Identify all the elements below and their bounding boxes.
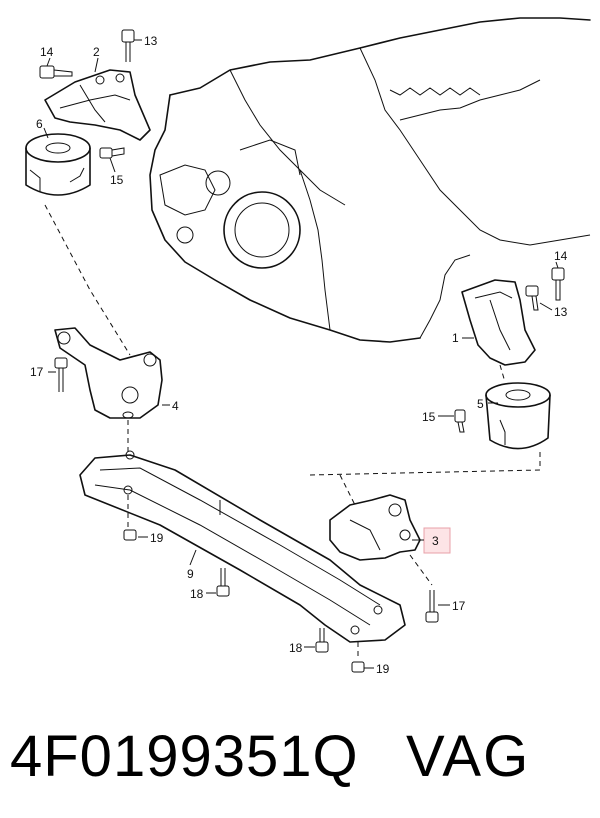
nut-19-right: [351, 661, 365, 673]
callout-5: 5: [477, 397, 484, 411]
callout-13-top: 13: [144, 34, 158, 48]
callout-9: 9: [187, 567, 194, 581]
callout-15-right: 15: [422, 410, 436, 424]
nut-19-left: [123, 529, 137, 541]
bolt-14-left: [39, 65, 73, 79]
bolt-17-left: [54, 357, 68, 392]
engine-block-outline: [149, 17, 591, 343]
bolt-13-top: [121, 29, 135, 62]
footer: 4F0199351Q VAG: [0, 712, 600, 802]
callout-17-right: 17: [452, 599, 466, 613]
leader-lines: [43, 39, 559, 669]
callout-2: 2: [93, 45, 100, 59]
callout-15-left: 15: [110, 173, 124, 187]
callout-18-lower: 18: [289, 641, 303, 655]
part-number: 4F0199351Q: [10, 724, 359, 789]
bolt-15-right: [454, 409, 466, 433]
callout-14-left: 14: [40, 45, 54, 59]
callout-19-left: 19: [150, 531, 164, 545]
bolt-17-right: [425, 590, 439, 623]
left-lower-bracket: [54, 327, 163, 419]
callout-labels: 14 2 13 6 15 17 4 14 13 1 5 15 3 19 9 18…: [30, 34, 568, 676]
callout-4: 4: [172, 399, 179, 413]
callout-6: 6: [36, 117, 43, 131]
right-engine-mount: [485, 382, 551, 450]
bolt-15-left: [99, 147, 125, 159]
bolt-14-right: [551, 267, 565, 301]
brand-name: VAG: [406, 724, 531, 789]
assembly-guide-lines: [44, 204, 541, 660]
transmission-bracket: [329, 494, 421, 561]
callout-17-left: 17: [30, 365, 44, 379]
bolt-18-lower: [315, 628, 329, 653]
exploded-parts-diagram: 14 2 13 6 15 17 4 14 13 1 5 15 3 19 9 18…: [25, 17, 591, 676]
callout-3: 3: [432, 534, 439, 548]
left-engine-bracket: [44, 69, 151, 141]
right-engine-bracket: [461, 279, 536, 366]
crossmember-subframe: [79, 450, 406, 643]
bolt-18-upper: [216, 568, 230, 597]
callout-14-right: 14: [554, 249, 568, 263]
callout-19-right: 19: [376, 662, 390, 676]
callout-1: 1: [452, 331, 459, 345]
bolt-13-right: [525, 285, 539, 311]
callout-13-right: 13: [554, 305, 568, 319]
left-engine-mount: [25, 133, 91, 196]
callout-18-upper: 18: [190, 587, 204, 601]
